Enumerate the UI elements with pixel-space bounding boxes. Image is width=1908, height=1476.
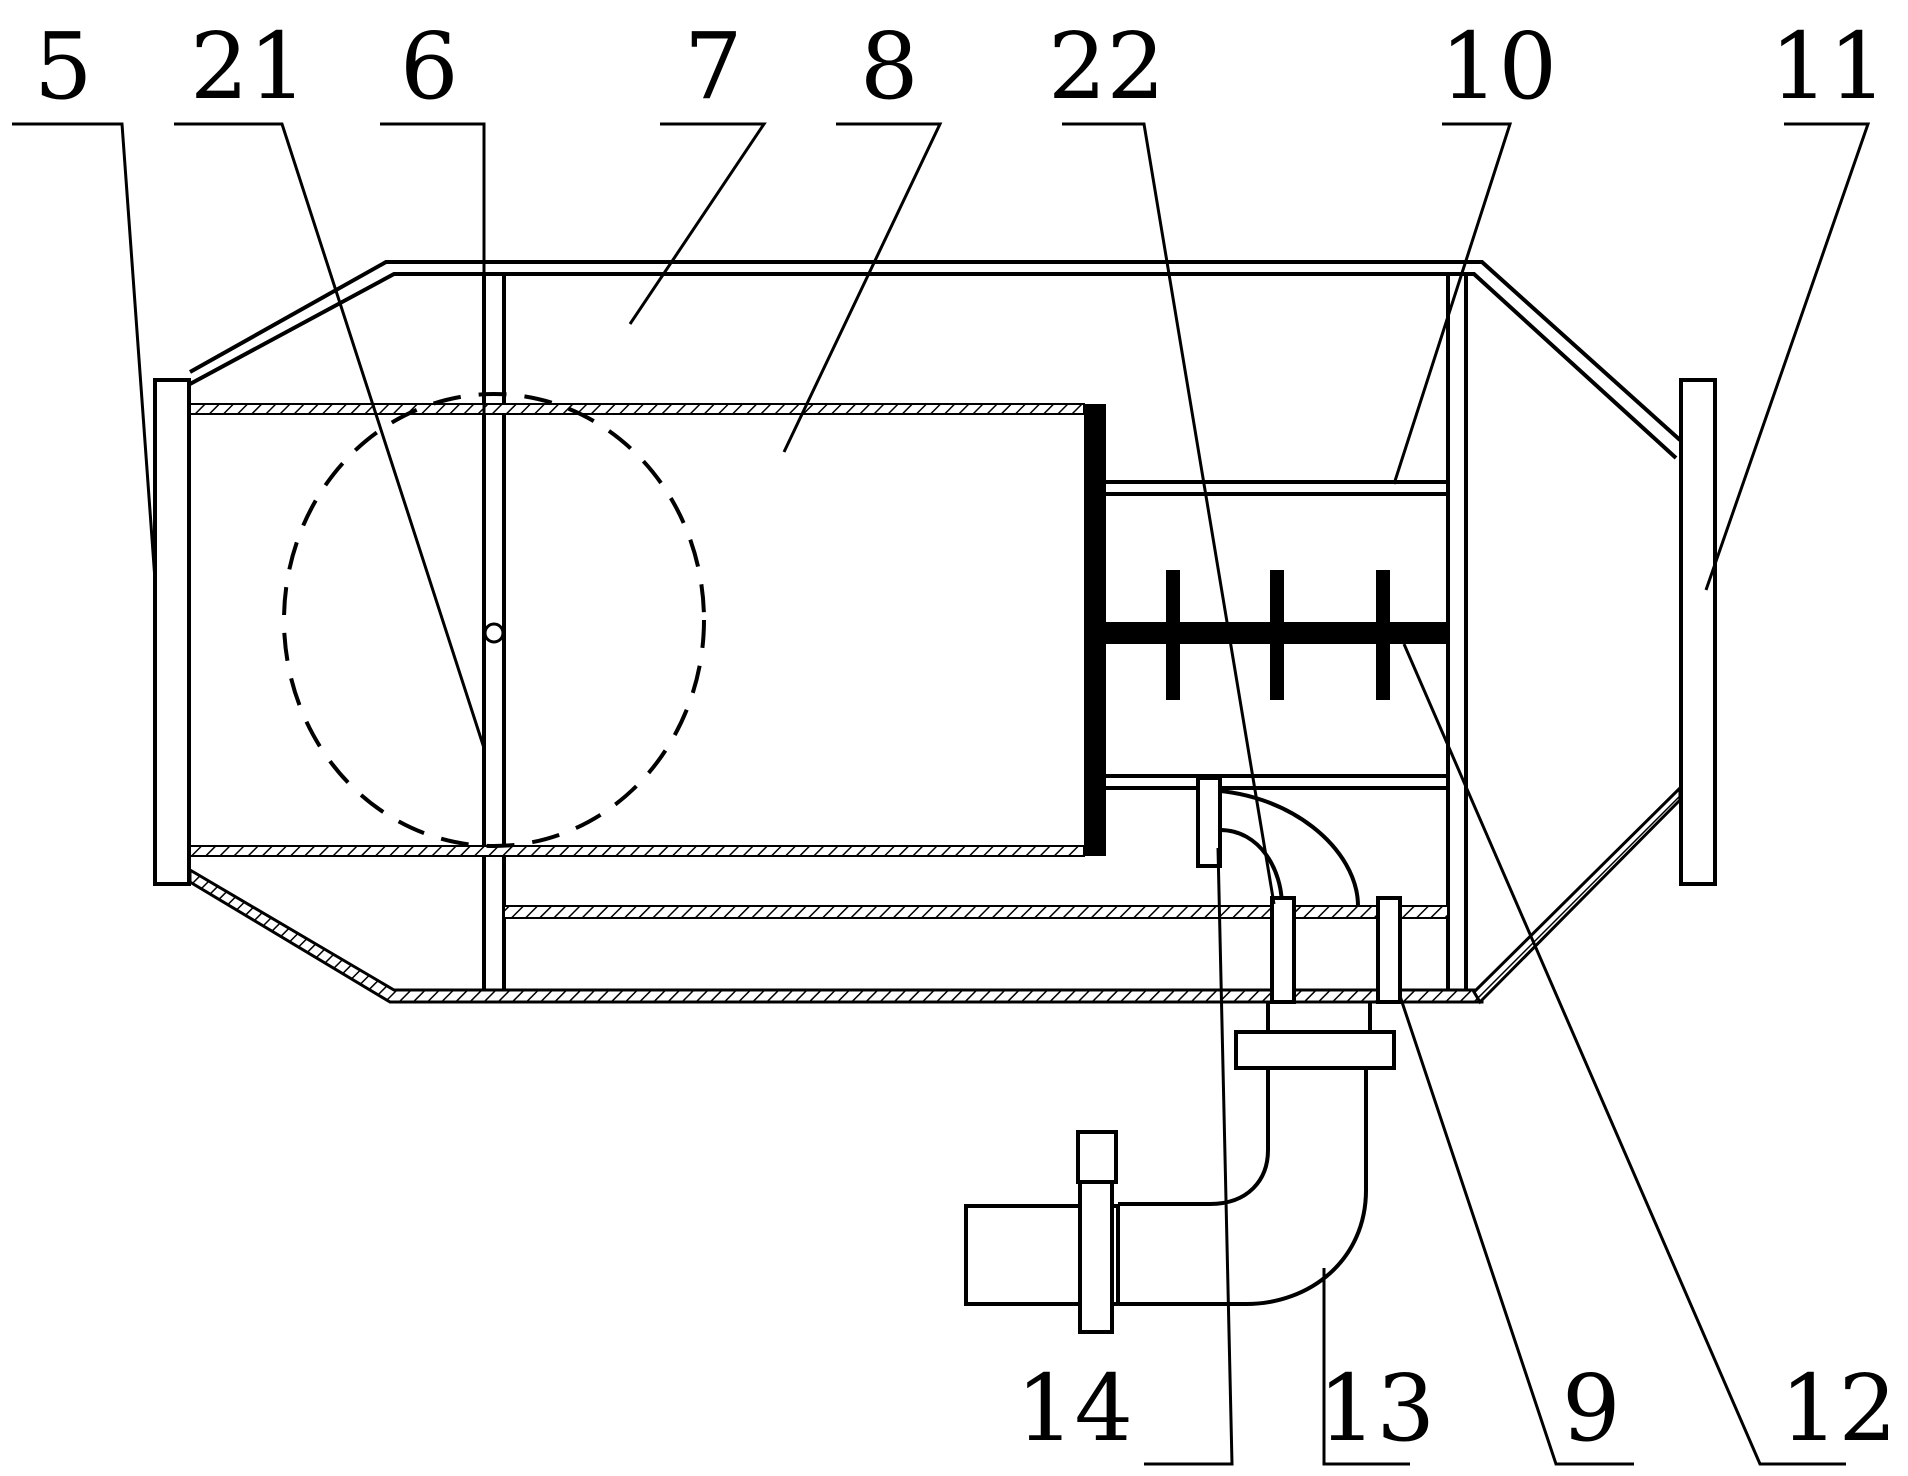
label-5: 5 (34, 13, 93, 120)
label-11: 11 (1770, 13, 1887, 120)
outer-housing (188, 260, 1682, 1005)
label-14: 14 (1016, 1355, 1133, 1462)
labels: 5 21 6 7 8 22 10 11 14 13 9 12 (34, 13, 1897, 1462)
label-10: 10 (1440, 13, 1557, 120)
leader-lines (12, 122, 1871, 1466)
chamber (1106, 480, 1448, 790)
label-22: 22 (1048, 13, 1165, 120)
label-21: 21 (190, 13, 307, 120)
label-13: 13 (1318, 1355, 1435, 1462)
right-flange (1679, 378, 1717, 886)
inner-pipe (1196, 776, 1402, 1004)
small-hole (483, 622, 505, 644)
dashed-circle (282, 392, 706, 848)
shaft-with-blades (1106, 570, 1448, 700)
label-12: 12 (1780, 1355, 1897, 1462)
lower-plate (503, 905, 1449, 919)
label-9: 9 (1562, 1355, 1621, 1462)
left-flange (153, 378, 191, 886)
filter-cylinder (189, 403, 1106, 857)
label-6: 6 (400, 13, 459, 120)
label-8: 8 (860, 13, 919, 120)
label-7: 7 (684, 13, 743, 120)
outlet-pipe (964, 1002, 1396, 1334)
